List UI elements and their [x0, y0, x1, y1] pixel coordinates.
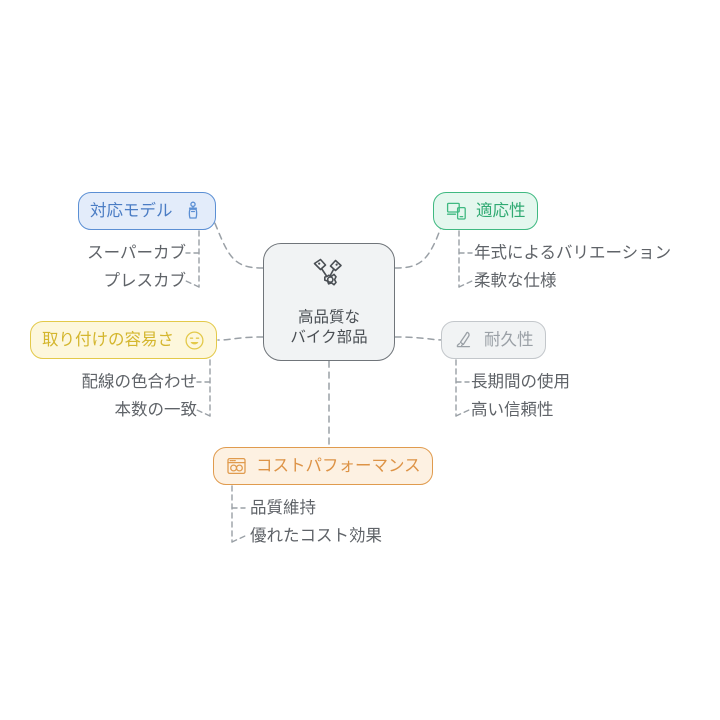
- leaf-durability-2: 高い信頼性: [471, 401, 554, 419]
- stub-adaptability-2: [458, 280, 473, 288]
- branch-node-adaptability[interactable]: 適応性: [433, 192, 538, 230]
- center-node[interactable]: 高品質な バイク部品: [263, 243, 395, 361]
- smiley-face-icon: [183, 329, 205, 351]
- leaf-ease-of-installation-2: 本数の一致: [114, 401, 198, 419]
- scooter-icon: [182, 200, 204, 222]
- branch-node-durability[interactable]: 耐久性: [441, 321, 546, 359]
- leaf-durability-1: 長期間の使用: [471, 373, 570, 391]
- browser-window-icon: [225, 455, 247, 477]
- leaf-compatible-models-1: スーパーカブ: [87, 244, 186, 262]
- connector-center-to-durability: [394, 336, 445, 341]
- stub-durability-2: [455, 409, 470, 417]
- engine-parts-icon: [306, 257, 352, 304]
- branch-label-adaptability: 適応性: [476, 202, 526, 220]
- leaf-compatible-models-2: プレスカブ: [103, 272, 187, 290]
- branch-node-ease-of-installation[interactable]: 取り付けの容易さ: [30, 321, 217, 359]
- iron-press-icon: [453, 329, 475, 351]
- leaf-cost-performance-2: 優れたコスト効果: [250, 527, 382, 545]
- branch-label-durability: 耐久性: [484, 331, 534, 349]
- connector-center-to-ease-of-installation: [217, 336, 264, 341]
- stub-cost-performance-2: [231, 535, 246, 543]
- leaf-adaptability-2: 柔軟な仕様: [474, 272, 557, 290]
- leaf-cost-performance-1: 品質維持: [250, 499, 316, 517]
- stub-compatible-models-2: [185, 280, 200, 288]
- branch-node-compatible-models[interactable]: 対応モデル: [78, 192, 216, 230]
- center-node-label: 高品質な バイク部品: [290, 308, 368, 346]
- stub-ease-of-installation-2: [196, 409, 211, 417]
- leaf-ease-of-installation-1: 配線の色合わせ: [81, 373, 198, 391]
- responsive-devices-icon: [445, 200, 467, 222]
- branch-label-cost-performance: コストパフォーマンス: [256, 457, 421, 475]
- leaf-adaptability-1: 年式によるバリエーション: [474, 244, 672, 262]
- branch-label-ease-of-installation: 取り付けの容易さ: [42, 331, 174, 349]
- branch-node-cost-performance[interactable]: コストパフォーマンス: [213, 447, 433, 485]
- branch-label-compatible-models: 対応モデル: [90, 202, 173, 220]
